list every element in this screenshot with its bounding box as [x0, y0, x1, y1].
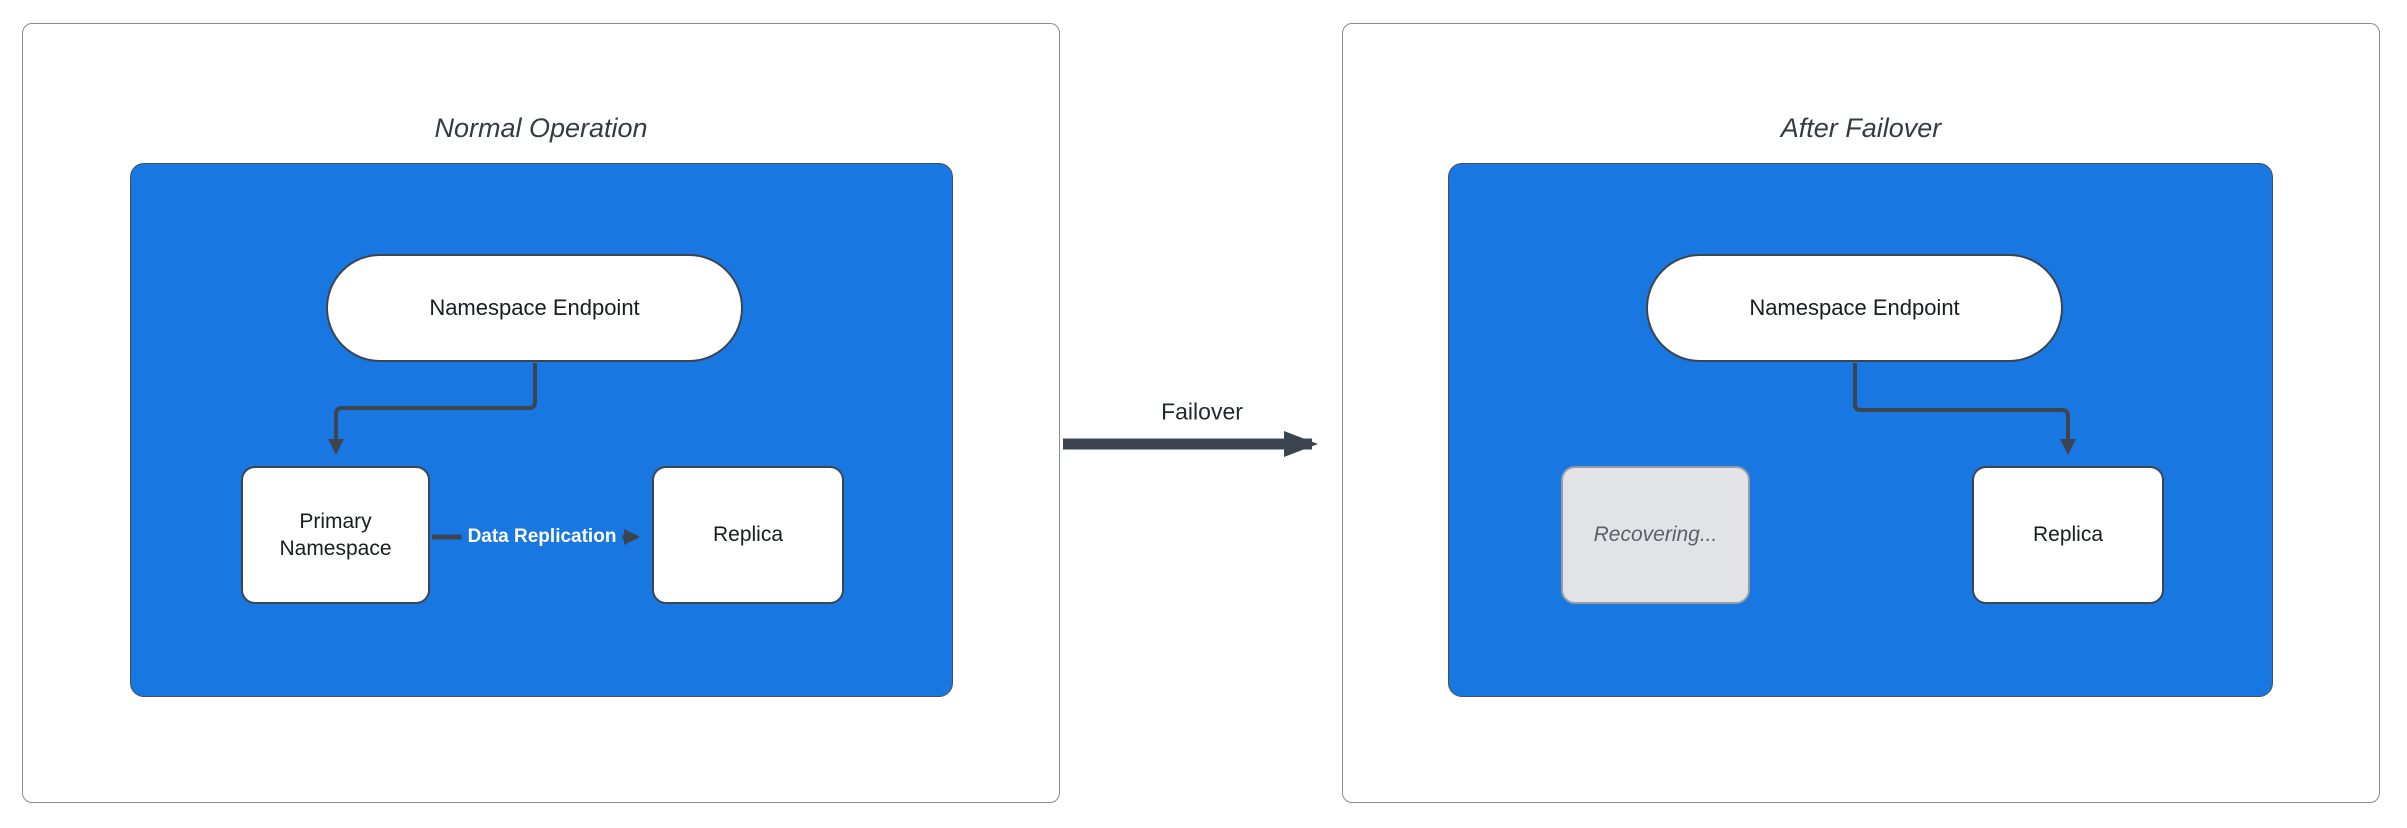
- normal-operation-panel: Normal Operation Namespace Endpoint Prim…: [22, 23, 1060, 803]
- primary-namespace-node: Primary Namespace: [241, 466, 430, 604]
- namespace-endpoint-node: Namespace Endpoint: [1646, 254, 2063, 362]
- failover-label: Failover: [1161, 398, 1243, 425]
- replica-node: Replica: [1972, 466, 2164, 604]
- after-failover-title: After Failover: [1780, 113, 1942, 143]
- after-failover-panel: After Failover Namespace Endpoint Recove…: [1342, 23, 2380, 803]
- after-failover-cluster: [1448, 163, 2273, 697]
- namespace-endpoint-node: Namespace Endpoint: [326, 254, 743, 362]
- recovering-node: Recovering...: [1561, 466, 1750, 604]
- normal-operation-cluster: [130, 163, 953, 697]
- normal-operation-title: Normal Operation: [434, 113, 648, 143]
- data-replication-label: Data Replication: [461, 524, 623, 550]
- replica-node: Replica: [652, 466, 844, 604]
